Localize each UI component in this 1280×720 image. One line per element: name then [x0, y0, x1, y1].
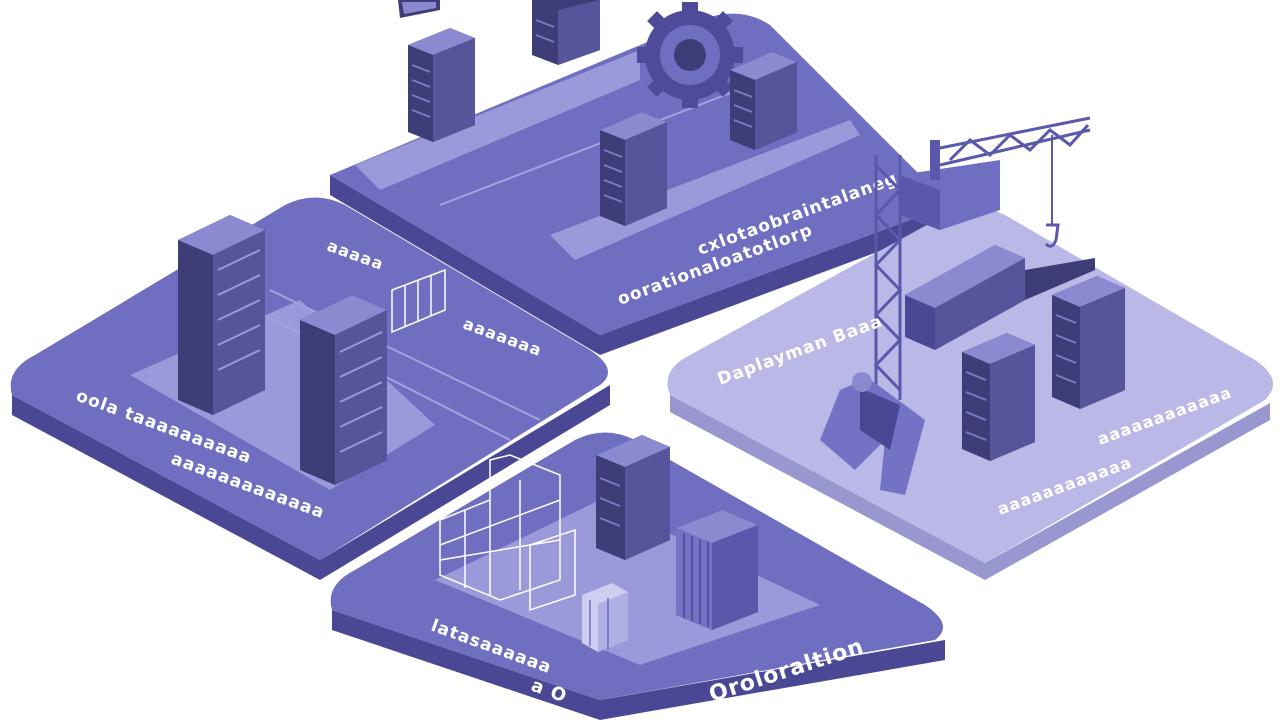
platform-bottom: Oroloraltion latasaaaaaa a O [330, 432, 945, 720]
server-rack-icon [178, 215, 265, 415]
server-rack-icon [962, 333, 1035, 461]
server-rack-icon [730, 52, 797, 150]
server-rack-icon [596, 435, 670, 560]
server-rack-icon [300, 295, 387, 485]
machine-block [905, 245, 1095, 350]
person-icon [820, 372, 925, 495]
crane-icon [873, 116, 1091, 400]
server-rack-icon [1052, 276, 1125, 409]
sign-icon [398, 0, 440, 18]
grid-panel [391, 268, 446, 334]
wireframe-structure [439, 454, 576, 612]
server-rack-icon [408, 28, 475, 142]
server-rack-icon [532, 0, 600, 65]
storage-unit-icon [676, 510, 758, 630]
platform-left: aaaaa aaaaaaa oola taaaaaaaaaa aaaaaaaaa… [10, 197, 610, 580]
gear-icon [637, 2, 743, 108]
server-rack-icon [600, 112, 667, 226]
platform-top: cxlotaobraintalaneg oorationaloatotlorp [330, 0, 950, 355]
crate-icon [582, 583, 628, 652]
platform-right: Daplayman Baaa aaaaaaaaaaaa aaaaaaaaaaaa [667, 116, 1273, 580]
